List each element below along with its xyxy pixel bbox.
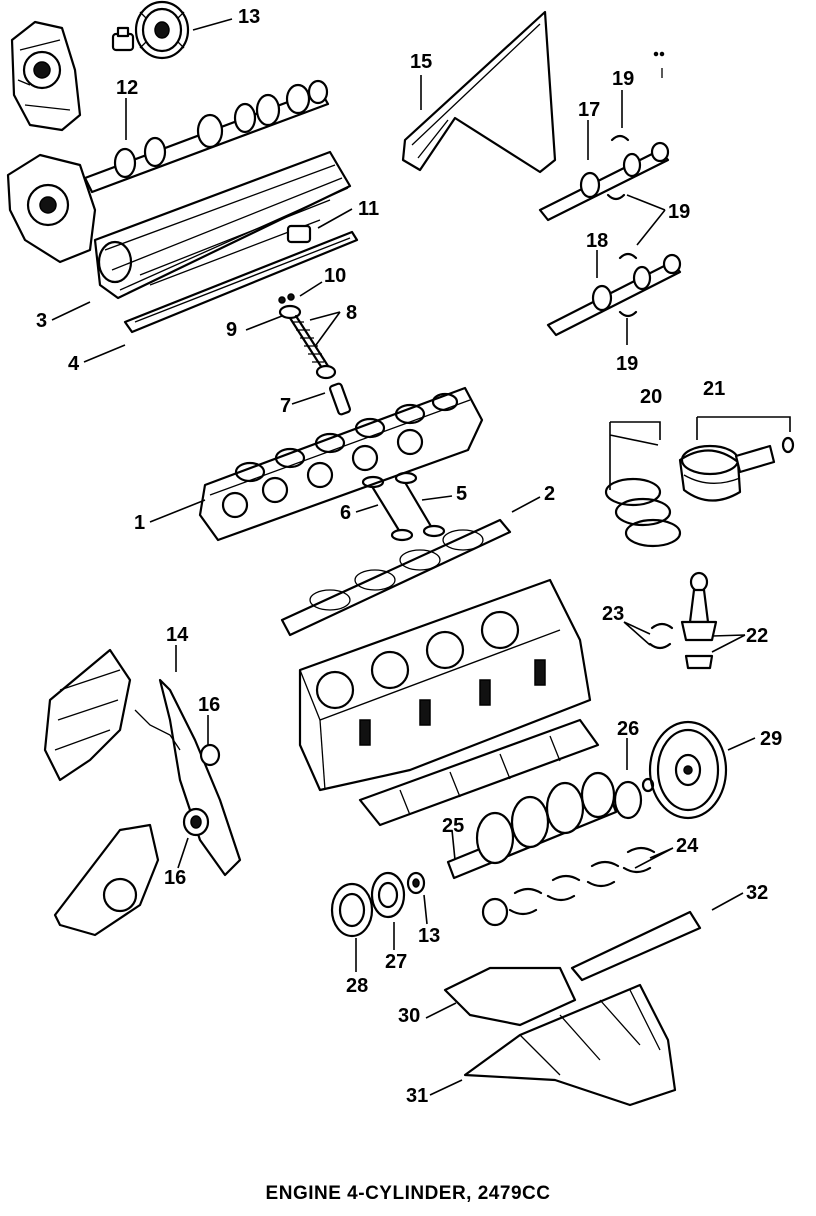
- callout-29: 29: [760, 728, 782, 750]
- callout-22: 22: [746, 625, 768, 647]
- timing-belt: [134, 678, 242, 877]
- seal-housing: [6, 153, 97, 264]
- callout-25: 25: [442, 815, 464, 837]
- oil-pan-baffle: [443, 966, 577, 1027]
- oil-filler-cap: [286, 224, 312, 244]
- callout-30: 30: [398, 1005, 420, 1027]
- callout-12: 12: [116, 77, 138, 99]
- valves: [361, 471, 446, 542]
- oil-pan: [463, 983, 677, 1107]
- callout-13-bottom: 13: [418, 925, 440, 947]
- callout-3: 3: [36, 310, 47, 332]
- callout-31: 31: [406, 1085, 428, 1107]
- callout-27: 27: [385, 951, 407, 973]
- sprocket-bolt: [111, 26, 135, 52]
- rear-main-seal: [613, 777, 655, 820]
- valve-cover-gasket: [123, 230, 359, 334]
- cylinder-head: [198, 386, 484, 542]
- callout-15: 15: [410, 51, 432, 73]
- callout-19-mid: 19: [668, 201, 690, 223]
- crank-pulley: [330, 882, 374, 938]
- balance-shaft-bearings: [606, 134, 638, 318]
- diagram-caption: ENGINE 4-CYLINDER, 2479CC: [265, 1183, 551, 1204]
- tensioner-pulley: [182, 743, 221, 837]
- head-gasket: [280, 518, 512, 637]
- callout-17: 17: [578, 99, 600, 121]
- rod-bearing-shells: [648, 622, 674, 650]
- callout-9: 9: [226, 319, 237, 341]
- callout-11: 11: [358, 198, 379, 220]
- piston-pin: [734, 436, 795, 474]
- callout-19-bottom: 19: [616, 353, 638, 375]
- drive-belt: [401, 10, 557, 174]
- callout-24: 24: [676, 835, 699, 857]
- callout-13-top: 13: [238, 6, 260, 28]
- bearing-cap-girdle: [358, 718, 600, 827]
- engine-block: [298, 578, 592, 792]
- stray-marks: [653, 51, 665, 78]
- crank-spacer: [406, 871, 426, 895]
- callout-4: 4: [68, 353, 80, 375]
- callout-21: 21: [703, 378, 725, 400]
- crank-sprocket: [370, 871, 406, 919]
- balance-shaft-upper: [538, 141, 670, 222]
- callout-16-upper: 16: [198, 694, 220, 716]
- callout-10: 10: [324, 265, 346, 287]
- callout-20: 20: [640, 386, 662, 408]
- camshaft-sprocket: [134, 0, 190, 60]
- piston-rings: [604, 477, 682, 548]
- callout-18: 18: [586, 230, 608, 252]
- flywheel: [648, 720, 728, 820]
- callout-numbers: 13 12 15 19 17 19 18 19 11 10 9 8 7 3 4 …: [36, 6, 782, 1107]
- connecting-rod: [680, 571, 718, 670]
- leader-lines: [51, 18, 791, 1096]
- timing-cover-rear: [43, 648, 132, 782]
- timing-cover-lower: [53, 823, 160, 937]
- callout-23: 23: [602, 603, 624, 625]
- balance-shaft-lower: [546, 253, 682, 337]
- callout-2: 2: [544, 483, 555, 505]
- callout-14: 14: [166, 624, 189, 646]
- valve-spring-assembly: [278, 293, 352, 416]
- callout-19-top: 19: [612, 68, 634, 90]
- callout-8: 8: [346, 302, 357, 324]
- callout-32: 32: [746, 882, 768, 904]
- callout-6: 6: [340, 502, 351, 524]
- callout-1: 1: [134, 512, 145, 534]
- crankshaft: [446, 771, 618, 880]
- camshaft: [83, 79, 330, 194]
- callout-7: 7: [280, 395, 291, 417]
- callout-16-lower: 16: [164, 867, 186, 889]
- oil-pan-gasket: [570, 910, 702, 982]
- callout-28: 28: [346, 975, 368, 997]
- timing-cover-upper: [10, 20, 82, 132]
- piston: [678, 444, 742, 502]
- main-bearings: [481, 846, 656, 927]
- callout-5: 5: [456, 483, 467, 505]
- callout-26: 26: [617, 718, 639, 740]
